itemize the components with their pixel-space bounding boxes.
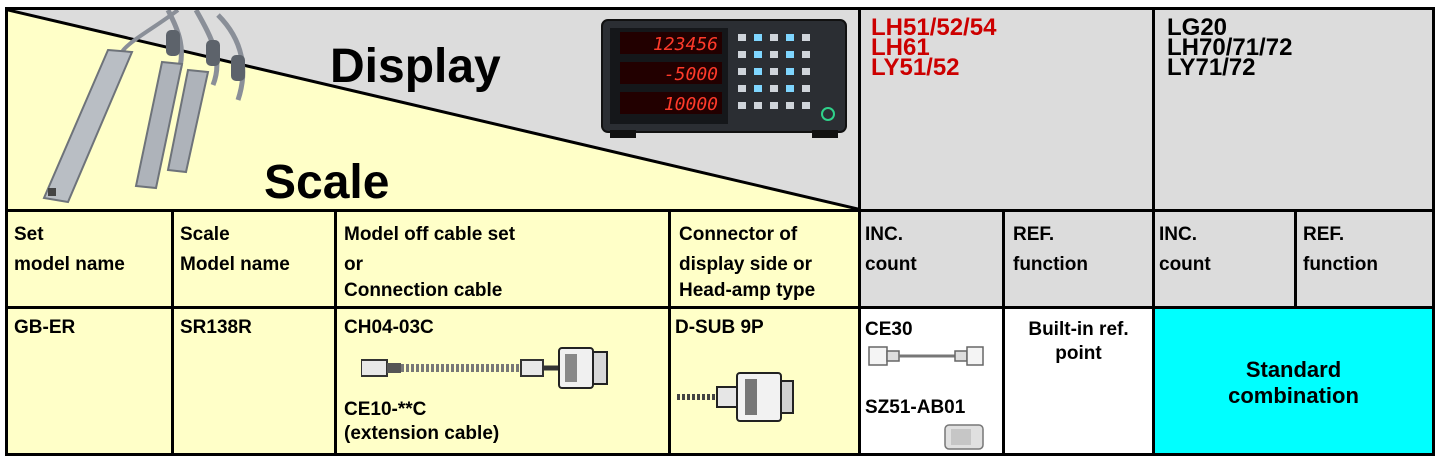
cable-image <box>361 347 608 389</box>
svg-text:-5000: -5000 <box>664 64 718 85</box>
group1-models-cell: LH51/52/54 LH61 LY51/52 <box>858 7 1155 212</box>
standard-combination-cell: Standard combination <box>1152 306 1435 456</box>
group1-model-1: LH51/52/54 <box>871 14 997 41</box>
ce30-cable-image <box>868 346 984 366</box>
row-scale-model: SR138R <box>171 306 337 456</box>
header-inc-count-2: INC. count <box>1152 209 1297 309</box>
dsub-connector-image <box>677 372 794 422</box>
cable-model: CH04-03C <box>344 317 434 338</box>
header-scale-model: Scale Model name <box>171 209 337 309</box>
header-ref-function-1: REF. function <box>1002 209 1155 309</box>
row-inc-count-1: CE30 SZ51-AB01 <box>858 306 1005 456</box>
group2-model-1: LG20 <box>1167 14 1228 41</box>
row-set-model: GB-ER <box>5 306 174 456</box>
header-set-model: Set model name <box>5 209 174 309</box>
row-cable-set: CH04-03C CE10-**C (extension cable) <box>334 306 671 456</box>
digital-readout-image: 123456 -5000 10000 <box>601 19 847 138</box>
extension-cable-model: CE10-**C <box>344 399 427 420</box>
row-ref-function-1: Built-in ref. point <box>1002 306 1155 456</box>
extension-cable-note: (extension cable) <box>344 423 500 444</box>
scale-bars-image <box>42 10 246 204</box>
sz51-adapter-image <box>944 424 984 450</box>
display-scale-header-cell: Display Scale 123456 -5000 10000 <box>5 7 861 212</box>
group1-model-3: LY51/52 <box>871 54 960 81</box>
group2-models-cell: LG20 LH70/71/72 LY71/72 <box>1152 7 1435 212</box>
header-cable-set: Model off cable set or Connection cable <box>334 209 671 309</box>
group2-model-3: LY71/72 <box>1167 54 1256 81</box>
scale-label: Scale <box>264 156 390 209</box>
header-ref-function-2: REF. function <box>1294 209 1435 309</box>
display-label: Display <box>330 40 501 93</box>
group1-model-2: LH61 <box>871 34 930 61</box>
svg-text:123456: 123456 <box>653 34 718 55</box>
svg-text:10000: 10000 <box>664 94 718 115</box>
header-connector: Connector of display side or Head-amp ty… <box>668 209 861 309</box>
group2-model-2: LH70/71/72 <box>1167 34 1293 61</box>
header-inc-count-1: INC. count <box>858 209 1005 309</box>
row-connector: D-SUB 9P <box>668 306 861 456</box>
